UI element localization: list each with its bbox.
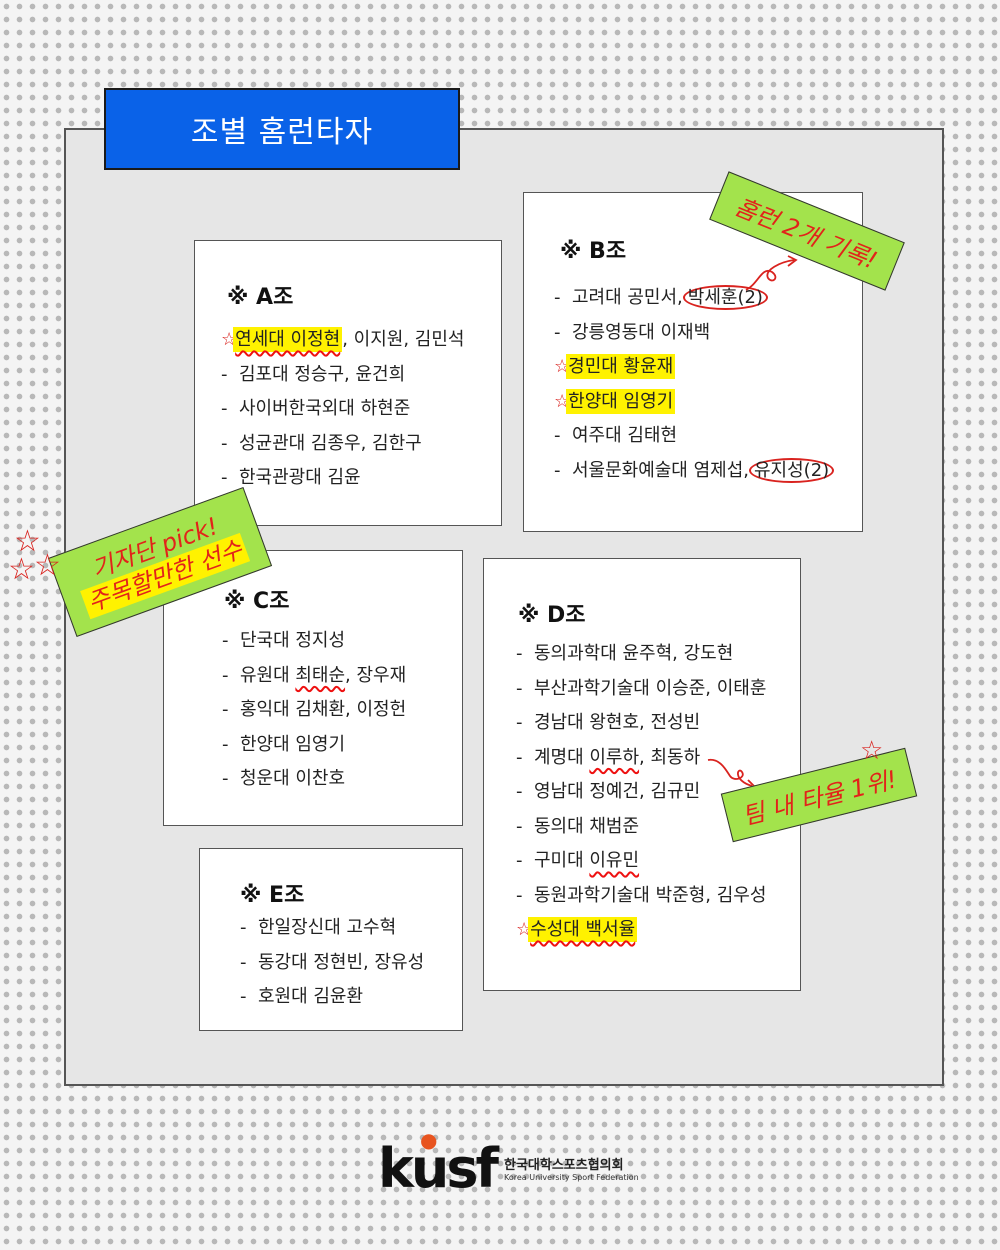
underlined-player: 이유민: [589, 850, 640, 871]
list-item: - 부산과학기술대 이승준, 이태훈: [516, 677, 767, 699]
star-icon: ☆: [14, 524, 41, 559]
list-item: - 경남대 왕현호, 전성빈: [516, 712, 701, 733]
group-a-list: ☆연세대 이정현, 이지원, 김민석 - 김포대 정승구, 윤건희 - 사이버한…: [221, 323, 464, 496]
group-b-list: - 고려대 공민서,박세훈(2) - 강릉영동대 이재백 ☆경민대 황윤재 ☆한…: [554, 281, 835, 489]
highlighted-player: 한양대 임영기: [566, 388, 676, 414]
logo-name-en: Korea University Sport Federation: [504, 1173, 639, 1182]
group-e-list: - 한일장신대 고수혁 - 동강대 정현빈, 장유성 - 호원대 김윤환: [240, 911, 424, 1015]
group-c-list: - 단국대 정지성 - 유원대 최태순, 장우재 - 홍익대 김채환, 이정헌 …: [222, 624, 406, 797]
list-item: ☆경민대 황윤재: [554, 350, 834, 385]
group-b-heading: ※ B조: [560, 239, 627, 264]
list-item: - 홍익대 김채환, 이정헌: [222, 699, 407, 720]
list-item: - 사이버한국외대 하현준: [221, 398, 411, 419]
kusf-logo: kusf ● 한국대학스포츠협의회 Korea University Sport…: [378, 1128, 639, 1200]
logo-name-ko: 한국대학스포츠협의회: [504, 1158, 624, 1173]
group-a-card: ※ A조 ☆연세대 이정현, 이지원, 김민석 - 김포대 정승구, 윤건희 -…: [194, 240, 502, 526]
underlined-player: 최태순: [295, 664, 346, 686]
star-icon: ☆: [860, 736, 884, 766]
group-c-heading: ※ C조: [224, 589, 290, 614]
list-item: - 동의과학대 윤주혁, 강도현: [516, 643, 734, 664]
list-item: - 한양대 임영기: [222, 733, 346, 755]
list-item: - 성균관대 김종우, 김한구: [221, 432, 422, 454]
list-item: - 한일장신대 고수혁: [240, 917, 397, 938]
list-item: - 호원대 김윤환: [240, 986, 364, 1007]
star-icon: ☆: [554, 390, 571, 412]
flame-icon: ●: [420, 1128, 438, 1152]
list-item: - 유원대 최태순, 장우재: [222, 664, 407, 686]
list-item: - 강릉영동대 이재백: [554, 321, 711, 343]
list-item: - 영남대 정예건, 김규민: [516, 781, 701, 802]
group-d-heading: ※ D조: [518, 603, 586, 628]
list-item: - 한국관광대 김윤: [221, 467, 361, 488]
list-item: - 김포대 정승구, 윤건희: [221, 363, 406, 385]
list-item: ☆한양대 임영기: [554, 385, 834, 420]
group-a-heading: ※ A조: [227, 285, 294, 310]
group-e-heading: ※ E조: [240, 883, 305, 908]
group-c-card: ※ C조 - 단국대 정지성 - 유원대 최태순, 장우재 - 홍익대 김채환,…: [163, 550, 463, 826]
highlighted-player: 수성대 백서율: [528, 917, 638, 942]
page-title: 조별 홈런타자: [104, 88, 460, 170]
underlined-player: 이루하: [589, 746, 640, 768]
star-icon: ☆: [34, 548, 61, 583]
list-item: - 계명대 이루하, 최동하: [516, 746, 701, 768]
star-icon: ☆: [554, 356, 571, 377]
list-item: - 단국대 정지성: [222, 630, 346, 651]
highlighted-player: 경민대 황윤재: [566, 354, 676, 379]
list-item: - 구미대 이유민: [516, 850, 640, 871]
circled-player: 박세훈(2): [682, 285, 768, 310]
group-d-list: - 동의과학대 윤주혁, 강도현 - 부산과학기술대 이승준, 이태훈 - 경남…: [516, 637, 766, 948]
logo-text: 한국대학스포츠협의회 Korea University Sport Federa…: [504, 1154, 639, 1182]
list-item: - 동강대 정현빈, 장유성: [240, 951, 425, 973]
curly-arrow-icon: [745, 255, 798, 291]
group-b-card: ※ B조 - 고려대 공민서,박세훈(2) - 강릉영동대 이재백 ☆경민대 황…: [523, 192, 863, 532]
list-item: ☆수성대 백서율: [516, 913, 766, 948]
star-icon: ☆: [8, 552, 35, 587]
group-d-card: ※ D조 - 동의과학대 윤주혁, 강도현 - 부산과학기술대 이승준, 이태훈…: [483, 558, 801, 991]
list-item: - 서울문화예술대 염제섭,유지성(2): [554, 454, 835, 489]
highlighted-player: 연세대 이정현: [233, 327, 343, 352]
list-item: - 동원과학기술대 박준형, 김우성: [516, 884, 767, 906]
list-item: - 여주대 김태현: [554, 425, 678, 446]
logo-mark: kusf: [378, 1136, 499, 1200]
group-e-card: ※ E조 - 한일장신대 고수혁 - 동강대 정현빈, 장유성 - 호원대 김윤…: [199, 848, 463, 1031]
list-item: - 청운대 이찬호: [222, 768, 346, 789]
list-item: ☆연세대 이정현, 이지원, 김민석: [221, 327, 465, 352]
star-icon: ☆: [516, 919, 533, 940]
star-icon: ☆: [221, 329, 238, 350]
list-item: - 고려대 공민서,박세훈(2): [554, 281, 834, 316]
circled-player: 유지성(2): [749, 457, 835, 483]
list-item: - 동의대 채범준: [516, 815, 640, 837]
